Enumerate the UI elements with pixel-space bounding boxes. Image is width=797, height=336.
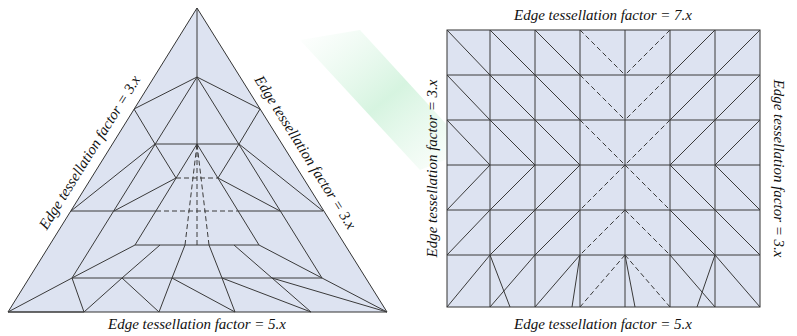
triangle-mesh bbox=[8, 8, 387, 312]
quad-diagonals-dashed bbox=[580, 30, 670, 307]
edge-label: Edge tessellation factor = 7.x bbox=[512, 7, 694, 24]
quad-diagonals bbox=[447, 30, 760, 307]
triangle-outline bbox=[8, 8, 387, 312]
edge-label: Edge tessellation factor = 5.x bbox=[512, 316, 694, 333]
quad-grid bbox=[447, 30, 760, 307]
edge-label: Edge tessellation factor = 5.x bbox=[106, 316, 288, 333]
edge-label: Edge tessellation factor = 3.x bbox=[769, 77, 786, 259]
quad-patch bbox=[447, 30, 760, 307]
triangle-mesh-dashed bbox=[156, 144, 238, 245]
edge-label: Edge tessellation factor = 3.x bbox=[423, 77, 440, 259]
triangle-patch bbox=[8, 8, 387, 312]
quad-outline bbox=[447, 30, 760, 307]
background-glow bbox=[300, 30, 470, 170]
